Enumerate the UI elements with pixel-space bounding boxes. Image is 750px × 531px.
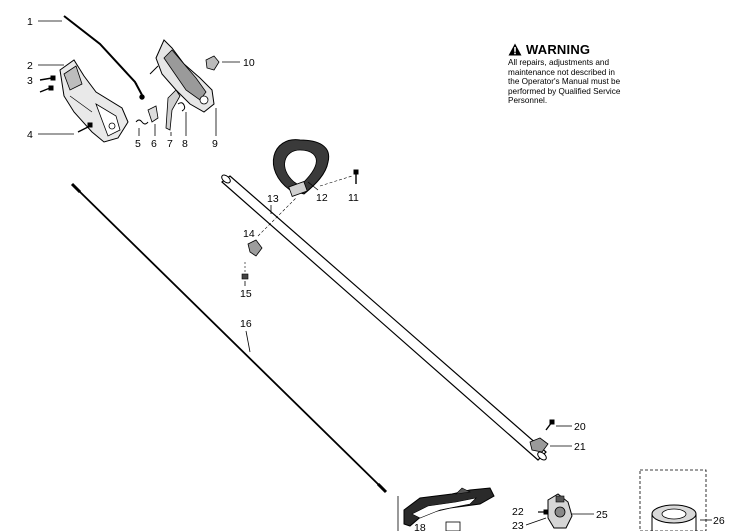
warning-triangle-icon	[508, 43, 522, 56]
svg-text:13: 13	[267, 193, 279, 205]
part-handle-housing-9	[149, 39, 215, 113]
warning-line: All repairs, adjustments and	[508, 58, 610, 67]
part-screw-3	[39, 75, 56, 93]
part-trimmer-head-26	[639, 469, 707, 531]
svg-text:1: 1	[27, 16, 33, 28]
callout-9: 9	[212, 108, 218, 150]
warning-title: WARNING	[526, 42, 591, 57]
warning-line: maintenance not described in	[508, 67, 615, 77]
callout-6: 6	[151, 124, 157, 150]
svg-text:22: 22	[512, 506, 524, 518]
svg-text:2: 2	[27, 60, 33, 72]
part-clamp-14	[247, 239, 263, 257]
svg-text:20: 20	[574, 421, 586, 433]
part-screw-4	[77, 122, 93, 133]
part-engine-housing	[59, 59, 129, 143]
part-screw-20	[545, 419, 555, 431]
svg-text:23: 23	[512, 520, 524, 531]
callout-16: 16	[240, 318, 252, 353]
callout-23: 23	[512, 517, 547, 531]
callout-21: 21	[550, 441, 586, 453]
svg-text:16: 16	[240, 318, 252, 330]
svg-text:15: 15	[240, 288, 252, 300]
callout-15: 15	[240, 288, 252, 300]
warning-line: the Operator's Manual must be	[508, 77, 621, 87]
callout-1: 1	[27, 16, 62, 28]
warning-text: All repairs, adjustments and maintenance…	[508, 58, 688, 106]
part-drive-shaft-16	[70, 182, 388, 494]
warning-box: WARNING All repairs, adjustments and mai…	[508, 42, 688, 106]
callout-5: 5	[135, 128, 141, 150]
part-shaft-housing-13	[221, 174, 547, 461]
svg-text:9: 9	[212, 138, 218, 150]
part-throttle-cable	[63, 15, 145, 100]
callout-11: 11	[348, 192, 359, 204]
callout-12: 12	[307, 181, 328, 204]
callout-7: 7	[167, 132, 173, 150]
part-spring-8	[177, 102, 186, 112]
svg-text:8: 8	[182, 138, 188, 150]
warning-line: performed by Qualified Service	[508, 86, 621, 96]
svg-text:5: 5	[135, 138, 141, 150]
svg-text:4: 4	[27, 129, 33, 141]
part-shield-18	[397, 487, 495, 531]
callout-8: 8	[182, 112, 188, 150]
part-screw-15	[241, 262, 249, 286]
callout-3: 3	[27, 75, 33, 87]
part-screw-22	[538, 509, 548, 515]
svg-text:12: 12	[316, 192, 328, 204]
svg-text:7: 7	[167, 138, 173, 150]
part-gearhead-25	[547, 493, 573, 529]
part-trigger-7	[165, 89, 181, 131]
callout-25: 25	[572, 509, 608, 521]
callout-14: 14	[243, 228, 255, 240]
svg-text:3: 3	[27, 75, 33, 87]
svg-text:11: 11	[348, 192, 359, 204]
part-nut-10	[205, 55, 220, 71]
part-trigger-lock-6	[147, 105, 159, 123]
part-loop-handle-12	[272, 139, 330, 197]
callout-26: 26	[700, 515, 725, 527]
warning-line: Personnel.	[508, 96, 548, 106]
warning-heading: WARNING	[508, 42, 688, 57]
svg-text:14: 14	[243, 228, 255, 240]
svg-text:25: 25	[596, 509, 608, 521]
callout-22: 22	[512, 506, 524, 518]
svg-text:10: 10	[243, 57, 255, 69]
callout-18: 18	[414, 522, 426, 531]
svg-text:6: 6	[151, 138, 157, 150]
svg-text:18: 18	[414, 522, 426, 531]
callout-20: 20	[556, 421, 586, 433]
callout-10: 10	[222, 57, 255, 69]
svg-text:26: 26	[713, 515, 725, 527]
callout-2: 2	[27, 60, 64, 72]
part-spring-5	[135, 119, 149, 125]
callout-4: 4	[27, 129, 74, 141]
part-screw-11	[319, 169, 359, 187]
svg-text:21: 21	[574, 441, 586, 453]
part-clamp-21	[529, 437, 549, 453]
callout-13: 13	[257, 193, 297, 237]
